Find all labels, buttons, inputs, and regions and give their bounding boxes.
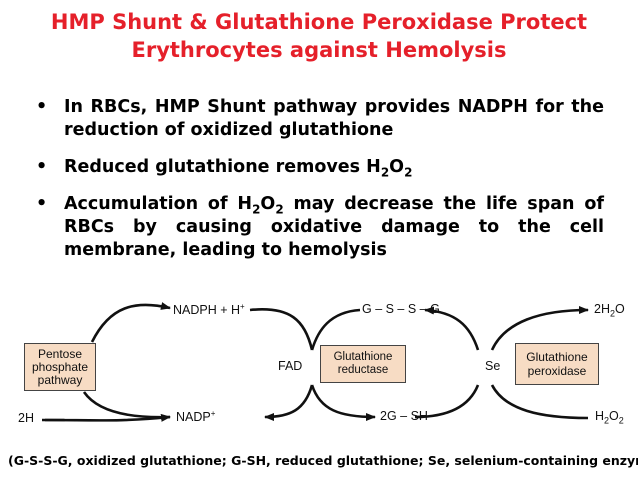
water-label: 2H2O (594, 302, 625, 319)
bullet-list: • In RBCs, HMP Shunt pathway provides NA… (36, 96, 604, 276)
nadph-line (249, 308, 314, 351)
peroxidase-box-label: Glutathione peroxidase (526, 350, 588, 378)
peroxidase-to-h2o-arc (490, 306, 589, 351)
gssg-to-reductase-arc (310, 308, 361, 351)
two-h-label: 2H (18, 411, 34, 425)
se-label: Se (485, 359, 501, 373)
nadp-label: NADP+ (176, 409, 215, 424)
bullet-dot: • (36, 157, 48, 177)
left-down-curve (82, 391, 171, 419)
bullet-text: Reduced glutathione removes H (64, 157, 381, 177)
bullet-text: O (260, 194, 276, 214)
nadph-sup: + (240, 302, 245, 311)
peroxide-text-b: O (609, 409, 619, 423)
peroxide-sub-1: 2 (604, 415, 610, 426)
subscript: 2 (380, 165, 390, 180)
pentose-to-nadph-arrow (90, 302, 171, 343)
bullet-item: • Reduced glutathione removes H2O2 (36, 156, 604, 179)
reductase-to-gsh-arc (310, 384, 376, 421)
bullet-item: • In RBCs, HMP Shunt pathway provides NA… (36, 96, 604, 142)
bullet-item: • Accumulation of H2O2 may decrease the … (36, 193, 604, 262)
gsh-label: 2G – SH (380, 409, 428, 423)
nadph-text: NADPH + H (173, 303, 241, 318)
glutathione-reductase-box: Glutathione reductase (320, 345, 406, 383)
title-line-1: HMP Shunt & Glutathione Peroxidase Prote… (50, 10, 588, 34)
fad-label: FAD (278, 359, 303, 373)
reductase-box-label: Glutathione reductase (333, 351, 393, 376)
gssg-label: G – S – S – G (362, 302, 440, 316)
bullet-text: Accumulation of H (64, 194, 253, 214)
water-text-a: 2H (594, 302, 610, 316)
subscript: 2 (404, 165, 413, 180)
subscript: 2 (252, 202, 261, 217)
pentose-phosphate-pathway-box: Pentose phosphate pathway (24, 343, 96, 391)
footnote: (G-S-S-G, oxidized glutathione; G-SH, re… (8, 453, 638, 468)
peroxide-text-a: H (595, 409, 605, 423)
se-to-gssg-arc (424, 306, 480, 351)
pentose-box-label: Pentose phosphate pathway (31, 346, 89, 387)
title-line-2: Erythrocytes against Hemolysis (131, 38, 507, 62)
nadp-sup: + (210, 409, 216, 418)
subscript: 2 (275, 202, 284, 217)
bullet-text: may decrease the life span of RBCs by ca… (64, 194, 604, 260)
peroxide-sub-2: 2 (618, 415, 624, 426)
glutathione-peroxidase-box: Glutathione peroxidase (515, 343, 599, 385)
water-sub: 2 (609, 308, 615, 319)
water-text-b: O (615, 302, 625, 316)
bullet-text: O (389, 157, 405, 177)
peroxide-label: H2O2 (595, 409, 624, 426)
bullet-dot: • (36, 97, 48, 117)
h2o2-to-peroxidase-arc (490, 384, 589, 420)
bullet-text: In RBCs, HMP Shunt pathway provides NADP… (64, 97, 604, 140)
nadph-label: NADPH + H+ (173, 302, 245, 317)
gsh-to-se-arc (414, 384, 480, 419)
fad-to-nadp-arc (264, 384, 314, 421)
slide-title: HMP Shunt & Glutathione Peroxidase Prote… (0, 8, 638, 64)
nadp-text: NADP (176, 410, 211, 425)
bullet-dot: • (36, 194, 48, 214)
